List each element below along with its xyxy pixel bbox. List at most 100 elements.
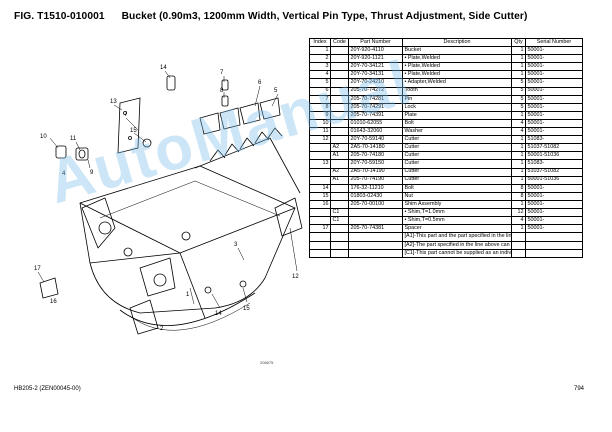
row-serial: 50001- [525, 207, 583, 218]
callout-1: 1 [186, 292, 190, 298]
row-serial: 50001- [525, 54, 583, 64]
bucket-exploded-diagram: 14 13 7 7 8 6 5 15 10 11 9 4 12 14 15 17… [34, 65, 303, 335]
row-description: Cutter [402, 159, 512, 169]
row-serial: 50001- [525, 94, 583, 104]
row-index [309, 167, 331, 177]
row-serial: 50001- [525, 216, 583, 226]
callout-17: 17 [34, 266, 41, 272]
row-code [330, 183, 349, 193]
callout-numbers: 14 13 7 7 8 6 5 15 10 11 9 4 12 14 15 17… [34, 65, 299, 332]
callout-5: 5 [274, 88, 278, 94]
callout-7-left: 7 [124, 112, 128, 118]
row-description: • Shim,T=1.0mm [402, 207, 512, 218]
row-serial: 51083- [525, 159, 583, 169]
row-description: Cutter [402, 135, 512, 145]
callout-14: 14 [160, 65, 167, 71]
col-part-number: Part Number [348, 37, 403, 48]
col-index: Index [309, 37, 331, 48]
table-note: [A1]-This part and the part specified in… [402, 232, 512, 242]
callout-8: 8 [220, 88, 224, 94]
row-serial: 50001- [525, 199, 583, 209]
callout-2: 2 [160, 326, 164, 332]
row-qty: 8 [511, 191, 526, 201]
callout-11: 11 [70, 136, 77, 142]
row-serial: 50001- [525, 127, 583, 137]
row-description: Bolt [402, 118, 512, 129]
row-serial: 50001- [525, 78, 583, 88]
callout-13: 13 [110, 99, 117, 105]
row-serial: 50001- [525, 70, 583, 80]
row-description: • Plate,Welded [402, 54, 512, 64]
callout-3: 3 [234, 242, 238, 248]
callout-15b: 15 [243, 306, 250, 312]
footer-model: HB205-2 (ZEN00045-00) [14, 386, 81, 392]
table-note: [C1]-This part cannot be supplied as an … [402, 248, 512, 259]
row-description: • Adapter,Welded [402, 78, 512, 88]
row-serial: 50001- [525, 191, 583, 201]
row-description: Lock [402, 102, 512, 112]
row-part-number: 205-70-74190 [348, 175, 403, 185]
row-part-number [348, 216, 403, 226]
row-code: A1 [330, 151, 349, 161]
row-code: C1 [330, 216, 349, 226]
row-index [309, 207, 331, 218]
row-qty: 5 [511, 78, 526, 88]
row-qty: 1 [511, 135, 526, 145]
row-code [330, 191, 349, 201]
figure-title: Bucket (0.90m3, 1200mm Width, Vertical P… [121, 11, 528, 22]
row-serial: 50001- [525, 46, 583, 56]
row-index [309, 175, 331, 185]
callout-7: 7 [220, 70, 224, 76]
note-row: [A1]-This part and the part specified in… [309, 232, 583, 242]
row-index: 1 [309, 46, 331, 56]
row-qty: 1 [511, 54, 526, 64]
row-part-number: 01803-02430 [348, 191, 403, 201]
row-index: 13 [309, 159, 331, 169]
row-serial: 51037-51082 [525, 167, 583, 177]
row-description: Bolt [402, 183, 512, 193]
row-qty: 8 [511, 183, 526, 193]
table-note: [A2]-The part specified in the line abov… [402, 240, 512, 250]
callout-12: 12 [292, 274, 299, 280]
row-serial: 50001- [525, 102, 583, 112]
row-qty: 1 [511, 224, 526, 234]
row-description: Pin [402, 94, 512, 104]
row-qty: 1 [511, 175, 526, 185]
row-qty: 1 [511, 151, 526, 161]
row-description: • Plate,Welded [402, 62, 512, 72]
callout-10: 10 [40, 134, 47, 140]
row-description: Spacer [402, 224, 512, 234]
row-qty: 4 [511, 127, 526, 137]
row-serial: 51083- [525, 135, 583, 145]
page-title: FIG. T1510-010001 Bucket (0.90m3, 1200mm… [14, 11, 527, 22]
callout-6: 6 [258, 80, 262, 86]
row-description: Washer [402, 127, 512, 137]
plate-part [117, 97, 141, 154]
row-description: Cutter [402, 175, 512, 185]
row-qty: 12 [511, 207, 526, 218]
row-qty: 1 [511, 167, 526, 177]
callout-15: 15 [130, 128, 137, 134]
row-qty: 1 [511, 159, 526, 169]
col-serial: Serial Number [525, 37, 583, 48]
callout-14b: 14 [215, 311, 222, 317]
row-part-number: 205-70-74180 [348, 151, 403, 161]
row-part-number: 205-70-74381 [348, 224, 403, 234]
row-serial: 50001-51036 [525, 151, 583, 161]
row-part-number: 2A5-70-14190 [348, 167, 403, 177]
row-code [330, 199, 349, 209]
page-number: 794 [574, 386, 585, 392]
row-serial: 50001- [525, 224, 583, 234]
row-index: 2 [309, 54, 331, 64]
callout-4: 4 [62, 171, 66, 177]
